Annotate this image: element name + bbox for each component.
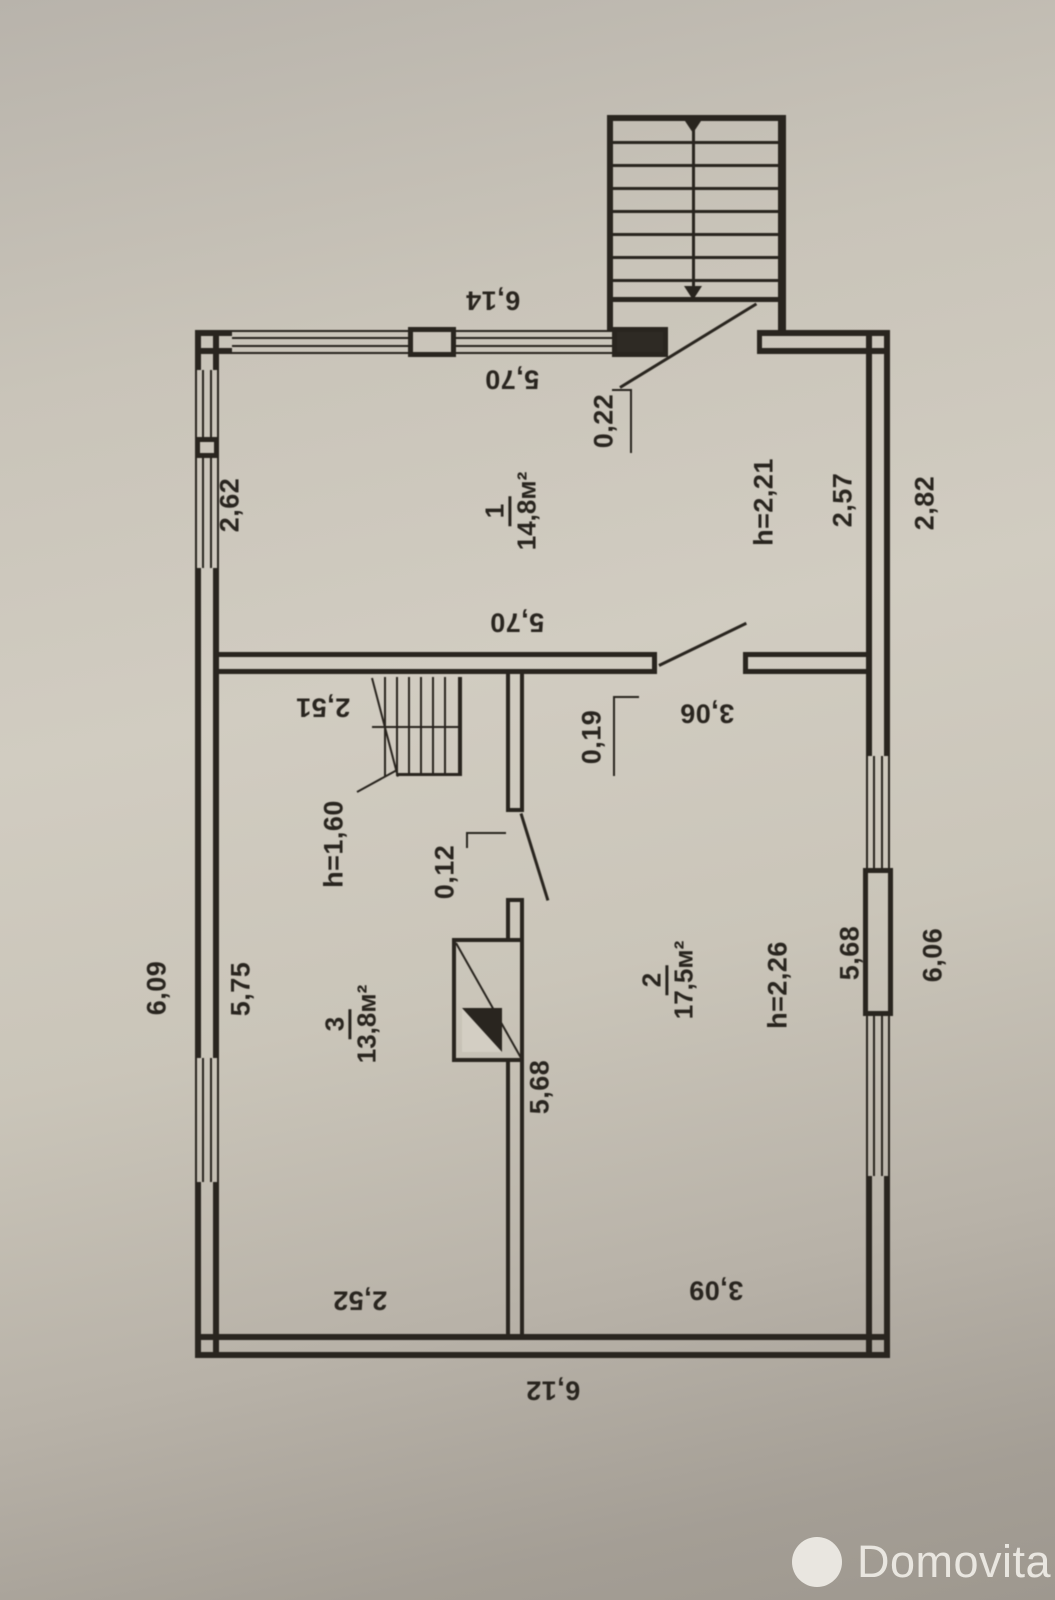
- dimension-label: 6,06: [917, 927, 948, 983]
- dimension-label: 6,14: [465, 285, 521, 316]
- dimension-label: 6,09: [141, 960, 172, 1016]
- interior-stair-bottom: [396, 773, 462, 776]
- staircase-right-wall: [778, 115, 786, 332]
- stove: [452, 938, 524, 1062]
- dimension-label: 6,12: [525, 1375, 581, 1406]
- brand-name: Domovita: [857, 1536, 1052, 1587]
- dimension-label: 0,19: [576, 709, 607, 765]
- stair-tread: [613, 187, 778, 190]
- dimension-leader: [612, 389, 632, 391]
- exterior-wall-right: [866, 330, 890, 756]
- interior-wall-vertical: [506, 674, 524, 812]
- dimension-label: h=1,60: [318, 800, 349, 888]
- dimension-label: 2,52: [332, 1285, 388, 1316]
- room-area: 13,8м²: [351, 984, 382, 1064]
- dimension-label: 2,57: [827, 472, 858, 528]
- dimension-label: 0,12: [429, 844, 460, 900]
- interior-wall-middle: [743, 652, 866, 674]
- wall-end-cap: [757, 330, 762, 354]
- room-number: 1: [479, 495, 512, 527]
- exterior-wall-left: [195, 568, 219, 1058]
- wall-pier: [612, 327, 668, 357]
- stair-direction-line: [692, 121, 695, 291]
- dimension-label: 0,22: [588, 393, 619, 449]
- dimension-label: 2,51: [295, 692, 351, 723]
- stair-tread: [613, 233, 778, 236]
- stair-tread: [613, 141, 778, 144]
- dimension-label: h=2,21: [748, 458, 779, 546]
- stair-tread: [613, 256, 778, 259]
- wall-pier: [408, 327, 456, 357]
- stair-tread: [613, 164, 778, 167]
- room-number: 2: [636, 964, 669, 996]
- dimension-label: 5,68: [524, 1059, 555, 1115]
- stair-tread: [613, 210, 778, 213]
- exterior-wall-left: [195, 330, 219, 370]
- dimension-label: h=2,26: [762, 941, 793, 1029]
- dimension-leader: [613, 696, 615, 776]
- door-swing: [658, 621, 747, 667]
- dimension-leader: [613, 696, 639, 698]
- stove-firebox-triangle: [462, 1008, 502, 1052]
- interior-wall-middle: [219, 652, 657, 674]
- dimension-label: 3,06: [679, 698, 735, 729]
- dimension-leader: [630, 389, 632, 453]
- exterior-wall-bottom: [195, 1334, 890, 1358]
- wall-pier: [195, 437, 219, 458]
- wall-pier: [863, 868, 893, 1016]
- window-top-2: [456, 330, 612, 354]
- dimension-leader: [467, 832, 506, 834]
- dimension-label: 5,68: [834, 925, 865, 981]
- window-left-3: [195, 1058, 219, 1182]
- room-number: 3: [319, 1008, 352, 1040]
- stair-arrow-head-icon: [684, 286, 702, 300]
- interior-wall-vertical: [506, 1062, 524, 1334]
- dimension-leader: [356, 768, 398, 793]
- window-right-2: [866, 1016, 890, 1176]
- window-top-1: [232, 330, 408, 354]
- dimension-label: 3,09: [688, 1275, 744, 1306]
- dimension-label: 5,75: [225, 961, 256, 1017]
- interior-wall-vertical: [506, 898, 524, 938]
- staircase-top-edge: [607, 115, 786, 121]
- room-area: 14,8м²: [511, 471, 542, 551]
- wall-end-cap: [506, 808, 524, 812]
- wall-end-cap: [652, 652, 657, 674]
- stair-tread: [613, 279, 778, 282]
- brand-circle-icon: [792, 1537, 842, 1587]
- window-left-1: [195, 370, 219, 437]
- staircase-left-edge: [607, 115, 613, 332]
- watermark: Domovita: [792, 1536, 1051, 1588]
- dimension-leader: [466, 832, 468, 848]
- dimension-label: 5,70: [489, 607, 545, 638]
- dimension-label: 2,82: [909, 475, 940, 531]
- window-left-2: [195, 458, 219, 568]
- wall-end-cap: [506, 898, 524, 902]
- window-right-1: [866, 756, 890, 868]
- door-swing: [519, 813, 550, 901]
- room-area: 17,5м²: [668, 940, 699, 1020]
- wall-end-cap: [743, 652, 748, 674]
- exterior-wall-right: [866, 1176, 890, 1358]
- dimension-label: 5,70: [484, 364, 540, 395]
- stair-arrow-start-icon: [685, 121, 701, 133]
- dimension-label: 2,62: [214, 477, 245, 533]
- exterior-wall-top: [757, 330, 890, 354]
- exterior-wall-left: [195, 1182, 219, 1358]
- interior-stair-midline: [372, 726, 462, 728]
